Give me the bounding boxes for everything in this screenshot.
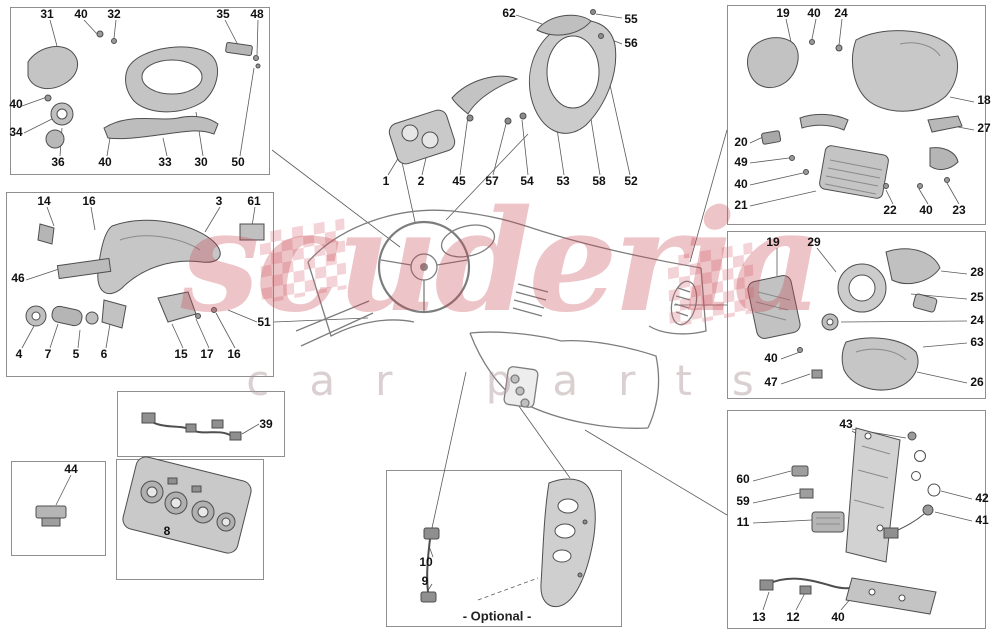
callout-62: 62 xyxy=(502,6,516,20)
callout-32: 32 xyxy=(107,7,121,21)
callout-13: 13 xyxy=(752,610,766,624)
callout-40: 40 xyxy=(764,351,778,365)
callout-60: 60 xyxy=(736,472,750,486)
part-group-top-right xyxy=(747,30,963,199)
optional-caption: - Optional - xyxy=(462,608,532,624)
part-group-harness xyxy=(141,412,242,441)
callout-55: 55 xyxy=(624,12,638,26)
callout-20: 20 xyxy=(734,135,748,149)
callout-23: 23 xyxy=(952,203,966,217)
callout-57: 57 xyxy=(485,174,499,188)
callout-35: 35 xyxy=(216,7,230,21)
callout-47: 47 xyxy=(764,375,778,389)
callout-58: 58 xyxy=(592,174,606,188)
callout-28: 28 xyxy=(970,265,984,279)
group-box-bottom-right xyxy=(727,410,986,629)
callout-16: 16 xyxy=(82,194,96,208)
callout-22: 22 xyxy=(883,203,897,217)
callout-31: 31 xyxy=(40,7,54,21)
group-box-top-left xyxy=(10,7,270,175)
callout-63: 63 xyxy=(970,335,984,349)
callout-27: 27 xyxy=(977,121,991,135)
callout-2: 2 xyxy=(417,174,425,188)
callout-19: 19 xyxy=(766,235,780,249)
callout-11: 11 xyxy=(736,515,750,529)
callout-53: 53 xyxy=(556,174,570,188)
callout-19: 19 xyxy=(776,6,790,20)
callout-10: 10 xyxy=(419,555,433,569)
callout-49: 49 xyxy=(734,155,748,169)
part-group-optional xyxy=(420,478,596,608)
part-group-mid-left xyxy=(25,219,265,329)
callout-7: 7 xyxy=(44,347,52,361)
callout-40: 40 xyxy=(919,203,933,217)
callout-51: 51 xyxy=(257,315,271,329)
group-box-optional xyxy=(386,470,622,627)
group-box-top-right xyxy=(727,5,986,225)
group-box-mid-right xyxy=(727,231,986,399)
callout-29: 29 xyxy=(807,235,821,249)
callout-4: 4 xyxy=(15,347,23,361)
callout-40: 40 xyxy=(74,7,88,21)
callout-40: 40 xyxy=(9,97,23,111)
callout-15: 15 xyxy=(174,347,188,361)
callout-36: 36 xyxy=(51,155,65,169)
callout-1: 1 xyxy=(382,174,390,188)
group-box-ac-panel xyxy=(116,459,264,580)
part-group-clip xyxy=(35,505,67,527)
part-group-bottom-right xyxy=(759,427,941,615)
callout-34: 34 xyxy=(9,125,23,139)
callout-18: 18 xyxy=(977,93,991,107)
callout-45: 45 xyxy=(452,174,466,188)
callout-33: 33 xyxy=(158,155,172,169)
group-box-clip xyxy=(11,461,106,556)
part-group-mid-right xyxy=(747,248,941,391)
part-group-instrument-cluster xyxy=(388,9,617,165)
callout-39: 39 xyxy=(259,417,273,431)
callout-8: 8 xyxy=(163,524,171,538)
callout-40: 40 xyxy=(734,177,748,191)
callout-48: 48 xyxy=(250,7,264,21)
callout-30: 30 xyxy=(194,155,208,169)
callout-59: 59 xyxy=(736,494,750,508)
callout-46: 46 xyxy=(11,271,25,285)
callout-17: 17 xyxy=(200,347,214,361)
part-group-top-left xyxy=(27,30,261,149)
callout-12: 12 xyxy=(786,610,800,624)
callout-14: 14 xyxy=(37,194,51,208)
callout-3: 3 xyxy=(215,194,223,208)
callout-56: 56 xyxy=(624,36,638,50)
group-box-harness xyxy=(117,391,285,457)
callout-40: 40 xyxy=(807,6,821,20)
callout-54: 54 xyxy=(520,174,534,188)
callout-24: 24 xyxy=(834,6,848,20)
callout-52: 52 xyxy=(624,174,638,188)
callout-44: 44 xyxy=(64,462,78,476)
callout-43: 43 xyxy=(839,417,853,431)
group-box-mid-left xyxy=(6,192,274,377)
dashboard-illustration xyxy=(295,209,707,429)
callout-16: 16 xyxy=(227,347,241,361)
callout-40: 40 xyxy=(98,155,112,169)
callout-40: 40 xyxy=(831,610,845,624)
callout-24: 24 xyxy=(970,313,984,327)
part-group-ac-panel xyxy=(122,456,252,554)
callout-41: 41 xyxy=(975,513,989,527)
callout-9: 9 xyxy=(421,574,429,588)
callout-6: 6 xyxy=(100,347,108,361)
callout-21: 21 xyxy=(734,198,748,212)
callout-50: 50 xyxy=(231,155,245,169)
callout-42: 42 xyxy=(975,491,989,505)
callout-5: 5 xyxy=(72,347,80,361)
callout-61: 61 xyxy=(247,194,261,208)
callout-26: 26 xyxy=(970,375,984,389)
callout-25: 25 xyxy=(970,290,984,304)
